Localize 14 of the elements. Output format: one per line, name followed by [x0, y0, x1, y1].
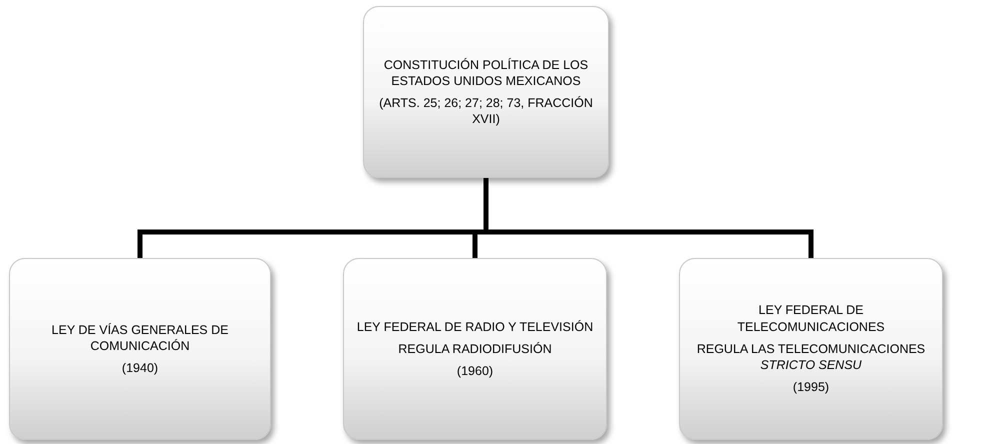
box-text: (ARTS. 25; 26; 27; 28; 73, FRACCIÓN XVII) — [378, 95, 594, 128]
box-text: (1960) — [456, 363, 494, 380]
rounded-box — [343, 258, 607, 440]
box-text: CONSTITUCIÓN POLÍTICA DE LOS ESTADOS UNIDOS MEXICANOS — [382, 56, 590, 89]
rounded-box — [9, 258, 271, 440]
box-text: (1940) — [122, 360, 158, 376]
box-text: REGULA LAS TELECOMUNICACIONES STRICTO SENSU — [696, 340, 926, 374]
rounded-box — [363, 6, 609, 178]
rounded-box — [679, 258, 943, 440]
box-text: LEY DE VÍAS GENERALES DE COMUNICACIÓN — [50, 322, 230, 354]
box-text: REGULA RADIODIFUSIÓN — [398, 340, 552, 358]
box-text: LEY FEDERAL DE RADIO Y TELEVISIÓN — [356, 318, 594, 335]
box-text: LEY FEDERAL DE TELECOMUNICACIONES — [736, 302, 886, 335]
box-text: (1995) — [792, 379, 830, 396]
